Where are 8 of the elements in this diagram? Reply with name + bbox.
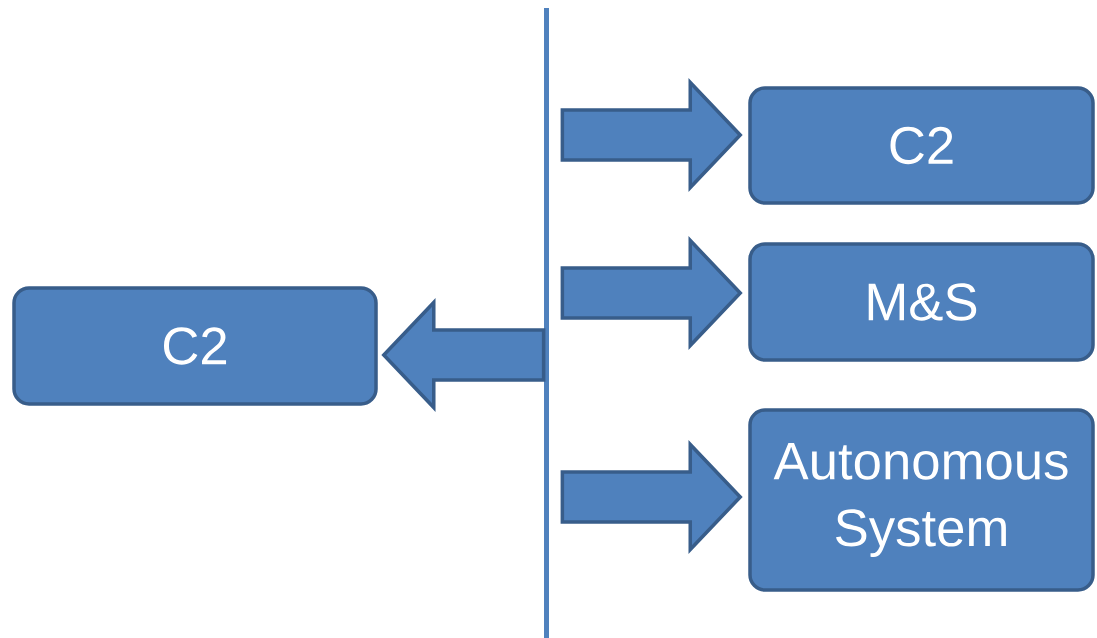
process-box: Autonomous System bbox=[748, 408, 1095, 592]
block-arrow bbox=[560, 236, 743, 350]
block-arrow bbox=[381, 298, 546, 412]
block-arrow bbox=[560, 78, 743, 192]
process-box: C2 bbox=[748, 86, 1095, 205]
block-arrow bbox=[560, 440, 743, 554]
process-box: M&S bbox=[748, 242, 1095, 362]
process-box: C2 bbox=[12, 286, 378, 406]
